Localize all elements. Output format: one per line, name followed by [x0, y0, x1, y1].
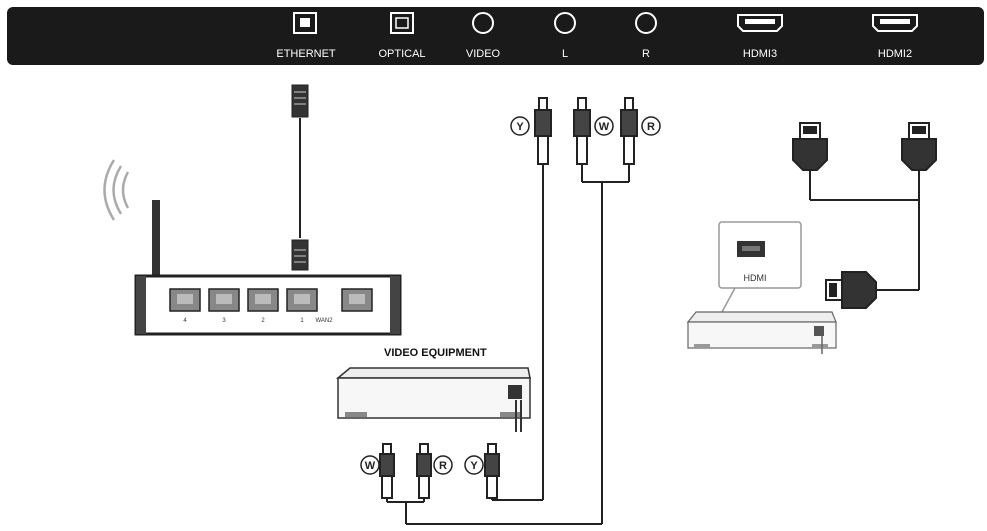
router-port-label: 1: [300, 318, 304, 324]
video-equipment-title: VIDEO EQUIPMENT: [384, 347, 487, 359]
rca-plug-w-top: [573, 97, 591, 182]
port-label-l: L: [562, 48, 568, 60]
label-r-top: R: [647, 121, 655, 133]
port-label-video: VIDEO: [466, 48, 501, 60]
hdmi2-port-icon: [872, 14, 918, 32]
port-label-hdmi3: HDMI3: [743, 48, 777, 60]
label-w-bottom: W: [365, 460, 376, 472]
hdmi-plug-device-icon: [825, 271, 877, 309]
hdmi-cable: [792, 122, 937, 309]
router-port-label: 2: [261, 318, 265, 324]
label-r-bottom: R: [439, 460, 447, 472]
video-equipment: VIDEO EQUIPMENT: [335, 347, 531, 432]
hdmi-plug-right-icon: [901, 122, 937, 171]
wifi-router: 4 3 2 1 WAN2: [103, 159, 402, 336]
router-port-label: 4: [183, 318, 187, 324]
hdmi3-port-icon: [737, 14, 783, 32]
label-y-top: Y: [516, 121, 524, 133]
label-y-bottom: Y: [470, 460, 478, 472]
port-label-ethernet: ETHERNET: [276, 48, 336, 60]
hdmi-device-port-label: HDMI: [744, 273, 767, 283]
rca-plug-r-top: [620, 97, 638, 182]
rca-plug-r-bottom: [416, 443, 432, 502]
router-port-label: 3: [222, 318, 226, 324]
video-jack-icon: [472, 12, 494, 34]
rca-bottom-labels: W R Y: [360, 455, 484, 475]
rca-cable-top: [534, 97, 638, 524]
rca-plug-y-top: [534, 97, 552, 500]
rca-plug-w-bottom: [379, 443, 395, 502]
ethernet-port-icon: [293, 12, 317, 34]
optical-port-icon: [390, 12, 414, 34]
port-label-optical: OPTICAL: [378, 48, 425, 60]
audio-r-jack-icon: [635, 12, 657, 34]
tv-back-panel: ETHERNET OPTICAL VIDEO L R HDMI3 HDMI2: [7, 7, 984, 65]
ethernet-cable: [291, 84, 309, 271]
port-label-hdmi2: HDMI2: [878, 48, 912, 60]
hdmi-plug-left-icon: [792, 122, 828, 171]
video-equipment-port-icon: [508, 385, 522, 399]
rca-plug-y-bottom: [484, 443, 500, 500]
port-label-r: R: [642, 48, 650, 60]
rca-top-labels: Y W R: [510, 116, 661, 136]
router-port-label: WAN2: [315, 318, 333, 324]
label-w-top: W: [599, 121, 610, 133]
rca-cable-bottom: [379, 443, 602, 525]
wifi-signal-icon: [103, 159, 130, 221]
hdmi-device: HDMI: [686, 221, 837, 354]
antenna-icon: [152, 200, 160, 292]
audio-l-jack-icon: [554, 12, 576, 34]
